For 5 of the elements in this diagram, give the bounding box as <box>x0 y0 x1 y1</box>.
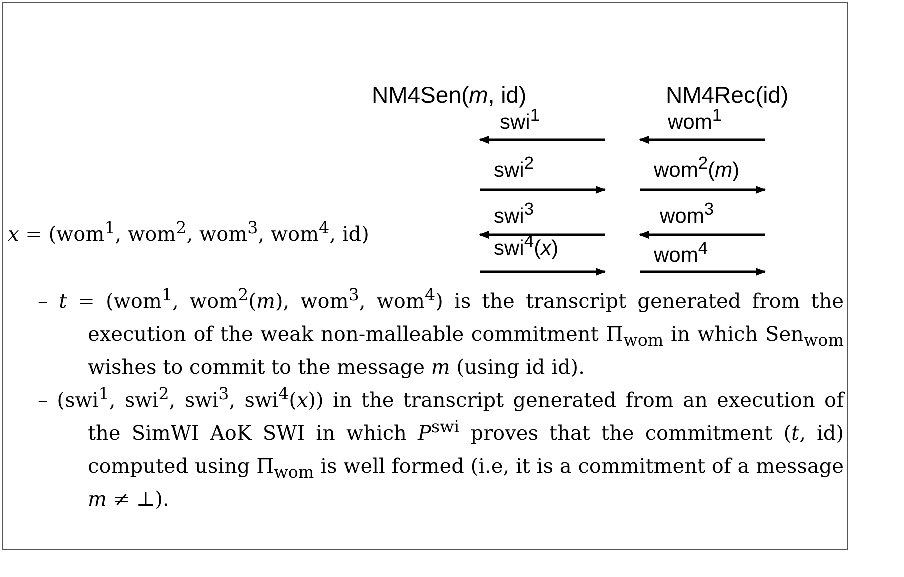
bullet-paragraph: – (swi$^{1}$, swi$^{2}$, swi$^{3}$, swi$^{4}$(x)) in the transcript generated from an execution of the SimWI AoK SWI in which P$^{swi}$ proves that the commitment (t, id) computed using Π$_{wom}$ is well formed (i.e, it is a commitment of a message m ≠ ⊥). <box>38 384 844 513</box>
equation-text: x = (wom$^{1}$, wom$^{2}$, wom$^{3}$, wom$^{4}$, id) <box>8 222 370 246</box>
party-name: NM4Rec(id) <box>666 82 789 109</box>
bullet-paragraph: – t = (wom$^{1}$, wom$^{2}$(m), wom$^{3}$, wom$^{4}$) is the transcript generated from the execution of the weak non-malleable commitment Π$_{wom}$ in which Sen$_{wom}$ wishes to commit to the message m (using id id). <box>38 285 844 381</box>
party-name: NM4Sen(m, id) <box>372 82 527 109</box>
